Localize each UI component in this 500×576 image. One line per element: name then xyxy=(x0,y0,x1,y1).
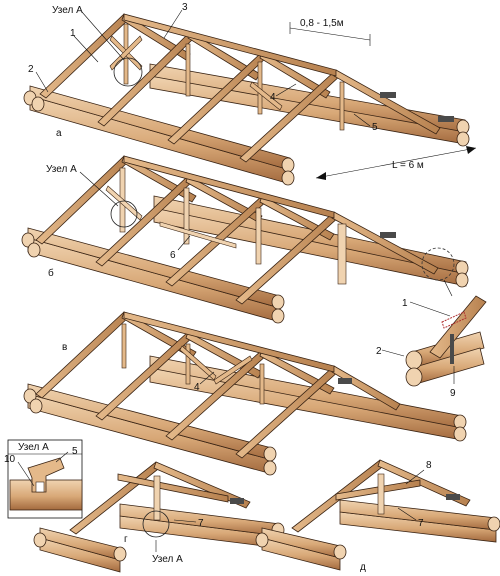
leaders-a xyxy=(35,9,371,127)
detail-node-right: 1 2 9 xyxy=(376,295,487,399)
rafters-v xyxy=(35,311,401,459)
label-3: 3 xyxy=(182,2,188,13)
posts-a xyxy=(109,23,345,131)
leaders-b xyxy=(79,171,453,297)
panel-label-d: д xyxy=(360,562,366,573)
panel-g: 7 Узел А г xyxy=(33,461,285,573)
label-spacing: 0,8 - 1,5м xyxy=(300,18,344,29)
panel-label-a: а xyxy=(56,128,62,139)
node-a-marker-b xyxy=(110,200,138,228)
panel-v: 4 в xyxy=(23,311,467,476)
label-node-a-b: Узел А xyxy=(46,164,77,175)
steel-plate-a xyxy=(380,92,396,98)
panel-label-v: в xyxy=(62,342,67,353)
panel-label-b: б xyxy=(48,267,54,279)
label-8: 8 xyxy=(426,460,432,471)
detail-marker-b xyxy=(421,247,455,281)
steel-plate-a2 xyxy=(438,116,454,122)
label-4-v: 4 xyxy=(194,382,200,393)
label-4: 4 xyxy=(270,92,276,103)
label-2-detail: 2 xyxy=(376,346,382,357)
label-1-detail: 1 xyxy=(402,298,408,309)
label-7-g: 7 xyxy=(198,518,204,529)
label-node-a: Узел А xyxy=(52,5,83,16)
steel-plate-d xyxy=(446,494,460,500)
posts-v xyxy=(121,323,265,405)
posts-b xyxy=(105,167,347,285)
steel-plate-v xyxy=(338,378,352,384)
label-9: 9 xyxy=(450,388,456,399)
leader-4-v xyxy=(199,371,215,385)
rafters-b xyxy=(35,155,439,305)
steel-bolt xyxy=(450,334,454,364)
node-a-marker-g xyxy=(142,510,170,538)
span-dimension: L = 6 м xyxy=(315,146,477,180)
label-span: L = 6 м xyxy=(392,160,424,171)
panel-label-g: г xyxy=(124,534,128,545)
steel-plate-b xyxy=(380,232,396,238)
cut-mark xyxy=(441,311,467,329)
node-a-marker xyxy=(113,57,143,87)
panel-b: Узел А 6 б xyxy=(21,155,469,324)
label-6: 6 xyxy=(170,250,176,261)
panel-d: 8 7 д xyxy=(255,459,500,573)
steel-plate-g xyxy=(230,498,244,504)
post-g xyxy=(153,475,161,521)
post-d xyxy=(377,473,385,515)
label-10: 10 xyxy=(4,454,16,465)
node-a-detail-box: Узел А 10 5 xyxy=(4,439,83,519)
label-1: 1 xyxy=(70,28,76,39)
label-node-a-g: Узел А xyxy=(152,554,183,565)
rafters-a xyxy=(39,13,441,163)
label-5-box: 5 xyxy=(72,446,78,457)
label-node-a-box: Узел А xyxy=(18,442,49,453)
label-2: 2 xyxy=(28,64,34,75)
label-5: 5 xyxy=(372,122,378,133)
panel-a: Узел А 1 2 3 4 5 0,8 - 1,5м а L = 6 м xyxy=(23,2,477,186)
label-7-d: 7 xyxy=(418,518,424,529)
